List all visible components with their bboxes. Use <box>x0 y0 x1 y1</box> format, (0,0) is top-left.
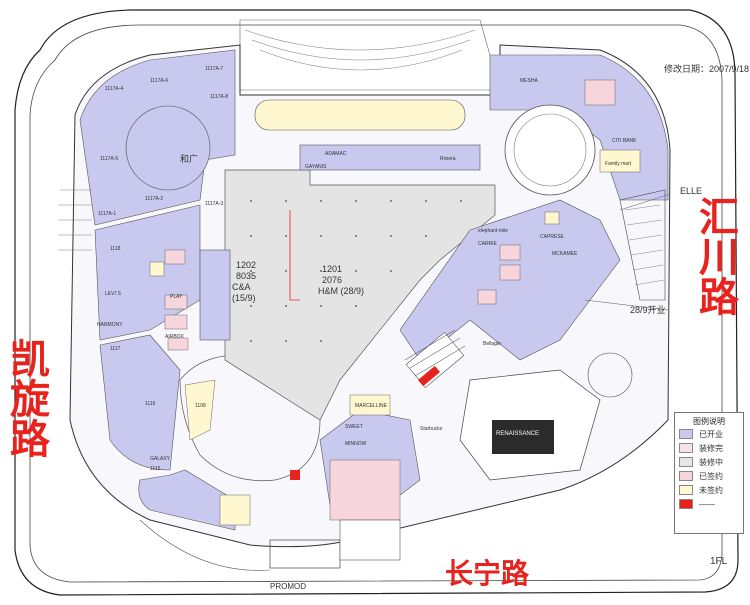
legend-label: —— <box>699 499 715 509</box>
svg-text:1115: 1115 <box>150 466 161 472</box>
road-changning: 长宁路 <box>445 557 530 590</box>
legend-swatch <box>679 499 693 509</box>
legend-swatch <box>679 443 693 453</box>
legend-item: 已签约 <box>679 469 743 483</box>
legend-item: 未签约 <box>679 483 743 497</box>
hm-area <box>224 169 496 421</box>
svg-text:ADAMAC: ADAMAC <box>325 151 347 157</box>
svg-text:PLAY: PLAY <box>170 294 183 300</box>
svg-text:1117A-5: 1117A-5 <box>100 156 118 162</box>
svg-text:1117: 1117 <box>110 346 121 352</box>
renaissance-logo <box>492 420 554 454</box>
elle-label: ELLE <box>680 186 703 196</box>
right-rotunda <box>504 104 596 196</box>
svg-text:1117A-8: 1117A-8 <box>210 94 228 100</box>
top-plaza <box>239 19 501 91</box>
date-text: 修改日期：2007/9/18 <box>664 64 750 74</box>
legend-item: —— <box>679 497 743 511</box>
svg-text:1117A-6: 1117A-6 <box>150 78 168 84</box>
svg-text:GAYANIS: GAYANIS <box>305 164 327 170</box>
svg-text:H&M (28/9): H&M (28/9) <box>318 286 364 296</box>
svg-text:CARRIE: CARRIE <box>478 241 498 247</box>
road-huichuan: 汇 川 路 <box>699 195 739 321</box>
svg-text:C&A: C&A <box>232 282 251 292</box>
svg-text:CAPRESE: CAPRESE <box>540 234 565 240</box>
svg-text:1202: 1202 <box>236 260 256 270</box>
legend-item: 装修完 <box>679 441 743 455</box>
legend-label: 装修完 <box>699 443 723 453</box>
legend-label: 已开业 <box>699 429 723 439</box>
svg-text:LEVI`S: LEVI`S <box>105 291 122 297</box>
svg-text:MINNOW: MINNOW <box>345 441 367 447</box>
svg-text:1108: 1108 <box>195 403 206 409</box>
renaissance-label: RENAISSANCE <box>496 431 540 437</box>
svg-text:1117A-3: 1117A-3 <box>205 201 223 207</box>
svg-text:1117A-1: 1117A-1 <box>98 211 116 217</box>
svg-text:2076: 2076 <box>322 275 342 285</box>
legend-label: 装修中 <box>699 457 723 467</box>
svg-text:1118: 1118 <box>110 246 121 252</box>
svg-text:1117A-7: 1117A-7 <box>205 66 223 72</box>
svg-text:MESHA: MESHA <box>520 78 538 84</box>
svg-text:MCKAMEE: MCKAMEE <box>552 251 578 257</box>
road-kaixuan: 凯 旋 路 <box>10 337 50 463</box>
top-yellow-strip <box>254 99 466 131</box>
svg-text:Family mart: Family mart <box>605 161 632 167</box>
svg-text:1201: 1201 <box>322 264 342 274</box>
left-rotunda <box>125 105 211 191</box>
svg-text:1117A-2: 1117A-2 <box>145 196 163 202</box>
svg-text:Riviera: Riviera <box>440 156 456 162</box>
svg-text:HARMONY: HARMONY <box>97 322 123 328</box>
svg-text:SWEET: SWEET <box>345 424 363 430</box>
legend-item: 装修中 <box>679 455 743 469</box>
legend-swatch <box>679 471 693 481</box>
legend-item: 已开业 <box>679 427 743 441</box>
legend-swatch <box>679 485 693 495</box>
opening-note: 28/9开业 <box>630 305 666 315</box>
inner-boundary <box>29 24 723 583</box>
svg-text:1116: 1116 <box>145 401 156 407</box>
map-legend: 图例说明 已开业装修完装修中已签约未签约 —— <box>674 412 744 534</box>
legend-swatch <box>679 457 693 467</box>
legend-label: 未签约 <box>699 485 723 495</box>
svg-text:elephant-mile: elephant-mile <box>478 228 508 234</box>
legend-swatch <box>679 429 693 439</box>
svg-text:MARCELLINE: MARCELLINE <box>355 403 388 409</box>
escalator <box>404 329 466 388</box>
svg-text:GALAXY: GALAXY <box>150 456 171 462</box>
entrance-label: PROMOD <box>270 582 306 591</box>
floor-label: 1FL <box>710 556 728 567</box>
site-boundary <box>14 9 739 596</box>
svg-text:AIRBOX: AIRBOX <box>165 334 185 340</box>
svg-text:Bellagio: Bellagio <box>483 341 501 347</box>
legend-title: 图例说明 <box>693 417 725 426</box>
svg-text:CITI BANK: CITI BANK <box>612 138 637 144</box>
legend-label: 已签约 <box>699 471 723 481</box>
svg-text:(15/9): (15/9) <box>232 293 256 303</box>
ca-block <box>199 249 231 341</box>
hekuang-label: 和广 <box>180 153 198 164</box>
svg-text:8035: 8035 <box>236 271 256 281</box>
svg-text:1117A-4: 1117A-4 <box>105 86 123 92</box>
svg-text:Starbucks: Starbucks <box>420 426 443 432</box>
